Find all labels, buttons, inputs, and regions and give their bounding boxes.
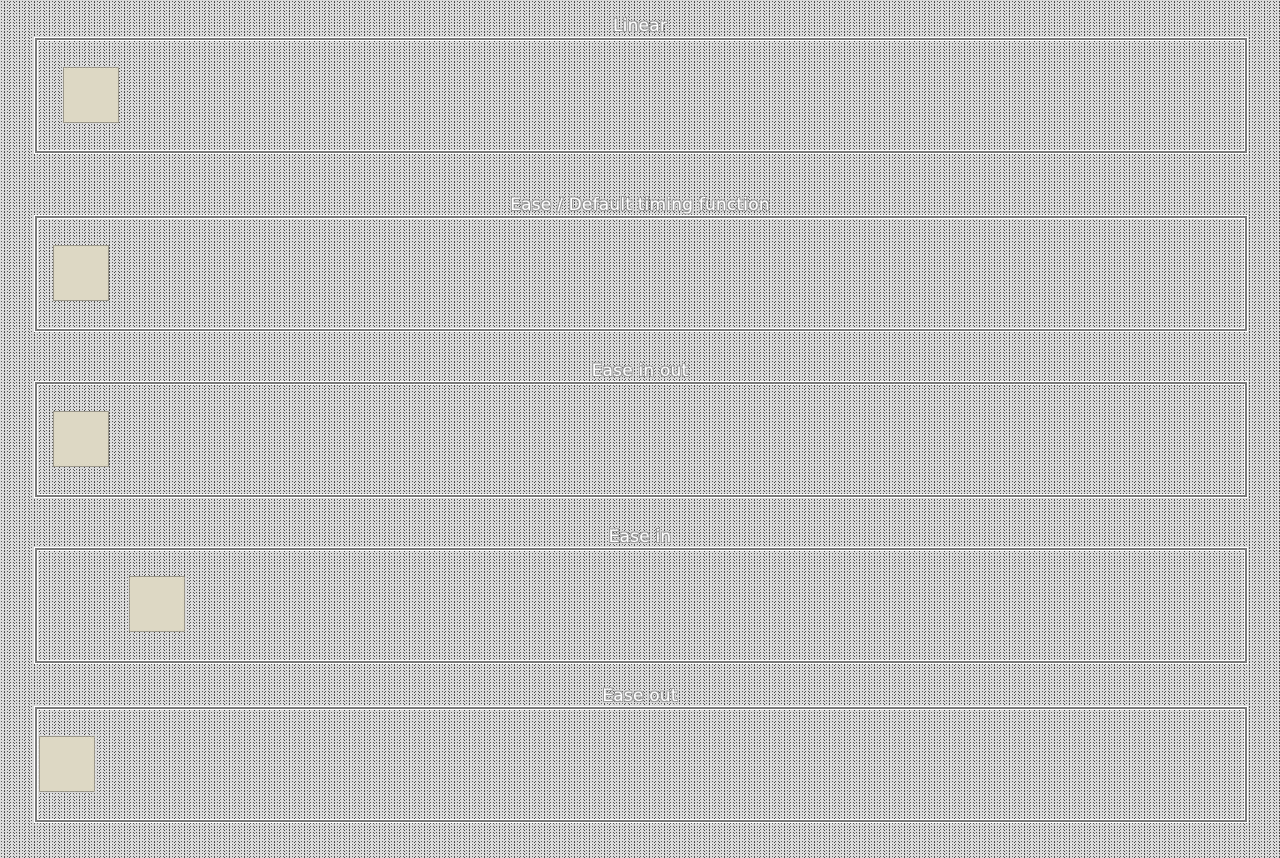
section-title-linear: Linear (612, 16, 668, 36)
animation-track-ease-in (35, 548, 1247, 663)
animation-track-linear (35, 38, 1247, 153)
animation-track-ease-default (35, 216, 1247, 331)
animated-box-linear (63, 67, 119, 123)
animation-track-ease-out (35, 707, 1247, 822)
animated-box-ease-in (129, 576, 185, 632)
section-title-ease-out: Ease out (602, 686, 678, 706)
animated-box-ease-in-out (53, 411, 109, 467)
animated-box-ease-default (53, 245, 109, 301)
animated-box-ease-out (39, 736, 95, 792)
section-title-ease-default: Ease / Default timing function (510, 195, 770, 215)
section-title-ease-in-out: Ease in out (591, 361, 689, 381)
animation-track-ease-in-out (35, 382, 1247, 497)
section-title-ease-in: Ease in (608, 527, 672, 547)
